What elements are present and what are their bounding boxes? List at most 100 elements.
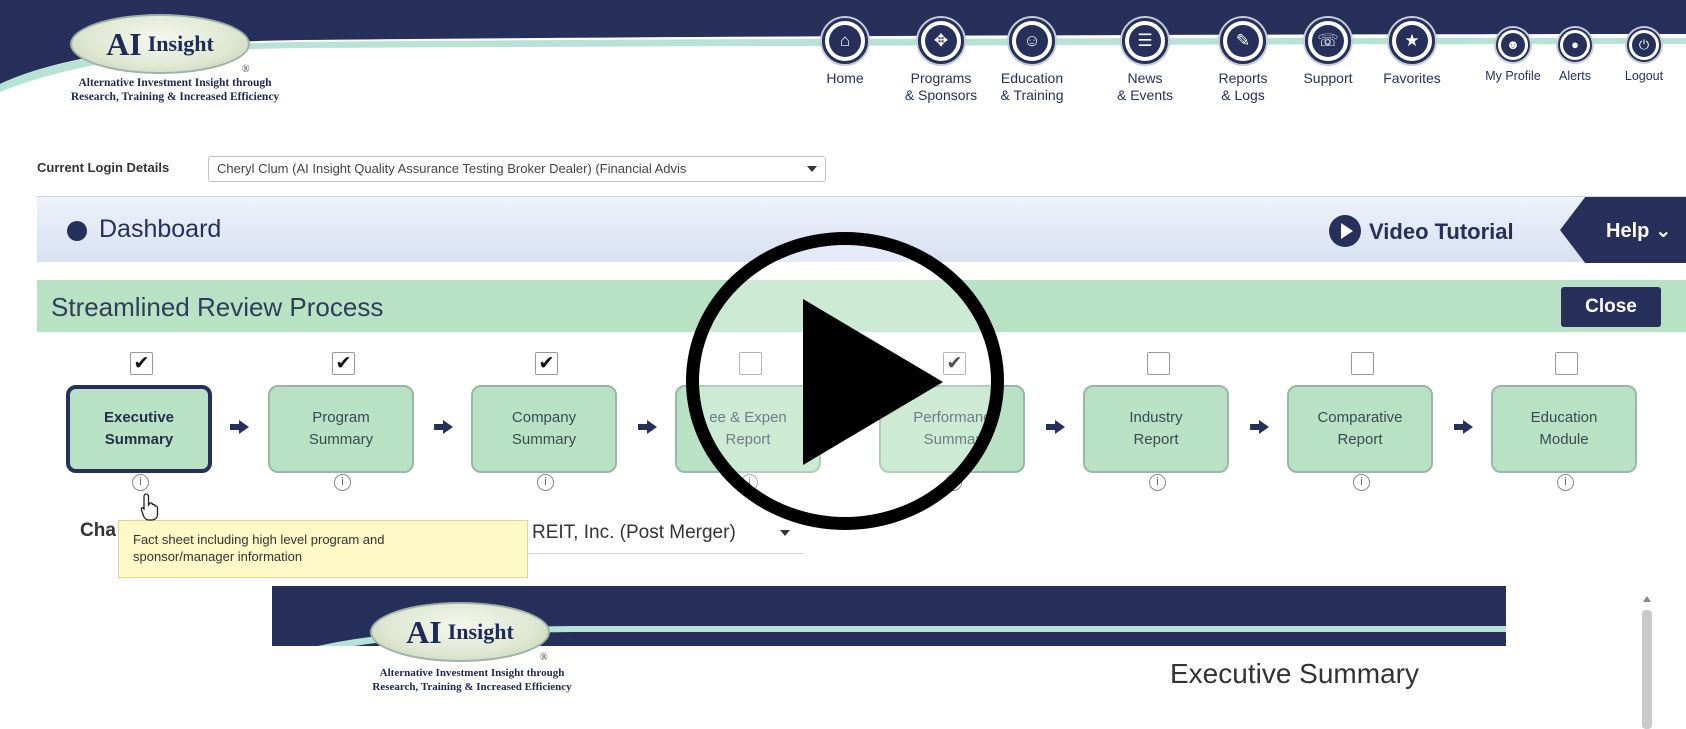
play-icon xyxy=(803,299,943,465)
logo-insight-text: Insight xyxy=(147,31,214,56)
nav-home-label: Home xyxy=(826,70,864,86)
graduate-icon: ☺ xyxy=(1009,18,1055,64)
logo-ai-text: AI xyxy=(106,25,142,62)
nav-my-profile[interactable]: ☻ My Profile xyxy=(1458,28,1568,85)
arrow-right-icon xyxy=(434,420,454,434)
login-details-label: Current Login Details xyxy=(37,160,170,175)
brand-logo[interactable]: AI Insight ® Alternative Investment Insi… xyxy=(30,12,330,112)
scroll-thumb[interactable] xyxy=(1642,610,1652,729)
nav-alerts-label: Alerts xyxy=(1559,69,1591,83)
tagline-line-2: Research, Training & Increased Efficienc… xyxy=(70,91,280,103)
logo-tagline: Alternative Investment Insight through R… xyxy=(30,76,320,104)
doc-tagline-line-1: Alternative Investment Insight through xyxy=(379,667,565,679)
nav-profile-label: My Profile xyxy=(1485,69,1541,83)
nav-alerts[interactable]: ● Alerts xyxy=(1532,28,1618,85)
tooltip: Fact sheet including high level program … xyxy=(118,520,528,578)
play-circle-icon[interactable] xyxy=(1329,215,1361,247)
program-select[interactable]: REIT, Inc. (Post Merger) xyxy=(520,514,804,554)
caret-down-icon xyxy=(807,166,817,172)
nav-logout[interactable]: ⏻ Logout xyxy=(1602,28,1686,85)
step-checkbox[interactable] xyxy=(1555,352,1578,375)
program-select-value: REIT, Inc. (Post Merger) xyxy=(532,522,736,543)
doc-tagline-line-2: Research, Training & Increased Efficienc… xyxy=(372,681,572,693)
nav-education-training[interactable]: ☺ Education& Training xyxy=(977,18,1087,104)
tooltip-line-2: sponsor/manager information xyxy=(133,549,303,564)
logo-oval: AI Insight xyxy=(70,14,250,74)
login-details-select[interactable]: Cheryl Clum (AI Insight Quality Assuranc… xyxy=(208,156,826,182)
doc-logo-oval: AI Insight xyxy=(370,602,550,662)
video-play-button[interactable] xyxy=(686,232,1004,530)
home-icon: ⌂ xyxy=(822,18,868,64)
step-checkbox[interactable]: ✔ xyxy=(332,352,355,375)
nav-home[interactable]: ⌂ Home xyxy=(790,18,900,87)
headset-icon: ☏ xyxy=(1305,18,1351,64)
info-icon[interactable]: i xyxy=(132,474,149,491)
arrow-right-icon xyxy=(1454,420,1474,434)
doc-logo-insight-text: Insight xyxy=(447,619,514,644)
profile-icon: ☻ xyxy=(1496,28,1530,62)
doc-logo-registered-mark: ® xyxy=(540,652,548,663)
arrow-right-icon xyxy=(1046,420,1066,434)
doc-title: Executive Summary xyxy=(1170,658,1419,689)
login-details-value: Cheryl Clum (AI Insight Quality Assuranc… xyxy=(217,161,687,176)
info-icon[interactable]: i xyxy=(1353,474,1370,491)
doc-logo: AI Insight ® Alternative Investment Insi… xyxy=(332,602,612,712)
step-checkbox[interactable] xyxy=(1351,352,1374,375)
tooltip-line-1: Fact sheet including high level program … xyxy=(133,532,385,547)
hand-cursor-icon xyxy=(140,493,159,521)
nav-news-label: News& Events xyxy=(1116,70,1174,103)
info-icon[interactable]: i xyxy=(1557,474,1574,491)
preview-scrollbar[interactable] xyxy=(1640,596,1654,729)
help-button[interactable]: Help ⌄ xyxy=(1560,197,1686,263)
tagline-line-1: Alternative Investment Insight through xyxy=(78,77,272,89)
executive-summary-preview: AI Insight ® Alternative Investment Insi… xyxy=(272,586,1506,729)
nav-logout-label: Logout xyxy=(1624,69,1664,83)
clipboard-icon: ✎ xyxy=(1220,18,1266,64)
nav-reports-logs[interactable]: ✎ Reports& Logs xyxy=(1188,18,1298,104)
newspaper-icon: ☰ xyxy=(1122,18,1168,64)
doc-logo-tagline: Alternative Investment Insight through R… xyxy=(332,666,612,694)
nav-reports-label: Reports& Logs xyxy=(1218,70,1268,103)
doc-logo-ai-text: AI xyxy=(406,613,442,650)
handshake-icon: ✥ xyxy=(918,18,964,64)
nav-programs-label: Programs& Sponsors xyxy=(904,70,978,103)
arrow-right-icon xyxy=(638,420,658,434)
nav-programs-sponsors[interactable]: ✥ Programs& Sponsors xyxy=(886,18,996,104)
info-icon[interactable]: i xyxy=(1149,474,1166,491)
nav-favorites-label: Favorites xyxy=(1383,70,1441,86)
nav-favorites[interactable]: ★ Favorites xyxy=(1357,18,1467,87)
arrow-right-icon xyxy=(1250,420,1270,434)
power-icon: ⏻ xyxy=(1627,28,1661,62)
scroll-up-icon[interactable] xyxy=(1643,596,1651,602)
video-tutorial-link[interactable]: Video Tutorial xyxy=(1369,219,1514,244)
dashboard-title: Dashboard xyxy=(99,215,222,243)
change-program-label: Cha xyxy=(80,520,116,541)
nav-education-label: Education& Training xyxy=(1000,70,1064,103)
step-checkbox[interactable] xyxy=(1147,352,1170,375)
streamlined-review-title: Streamlined Review Process xyxy=(51,292,384,322)
nav-support-label: Support xyxy=(1303,70,1353,86)
step-checkbox[interactable]: ✔ xyxy=(535,352,558,375)
nav-news-events[interactable]: ☰ News& Events xyxy=(1090,18,1200,104)
star-icon: ★ xyxy=(1389,18,1435,64)
bell-icon: ● xyxy=(1558,28,1592,62)
step-checkbox[interactable]: ✔ xyxy=(130,352,153,375)
arrow-right-icon xyxy=(230,420,250,434)
nav-support[interactable]: ☏ Support xyxy=(1273,18,1383,87)
info-icon[interactable]: i xyxy=(537,474,554,491)
info-icon[interactable]: i xyxy=(334,474,351,491)
close-button[interactable]: Close xyxy=(1561,287,1661,327)
logo-registered-mark: ® xyxy=(242,64,250,75)
